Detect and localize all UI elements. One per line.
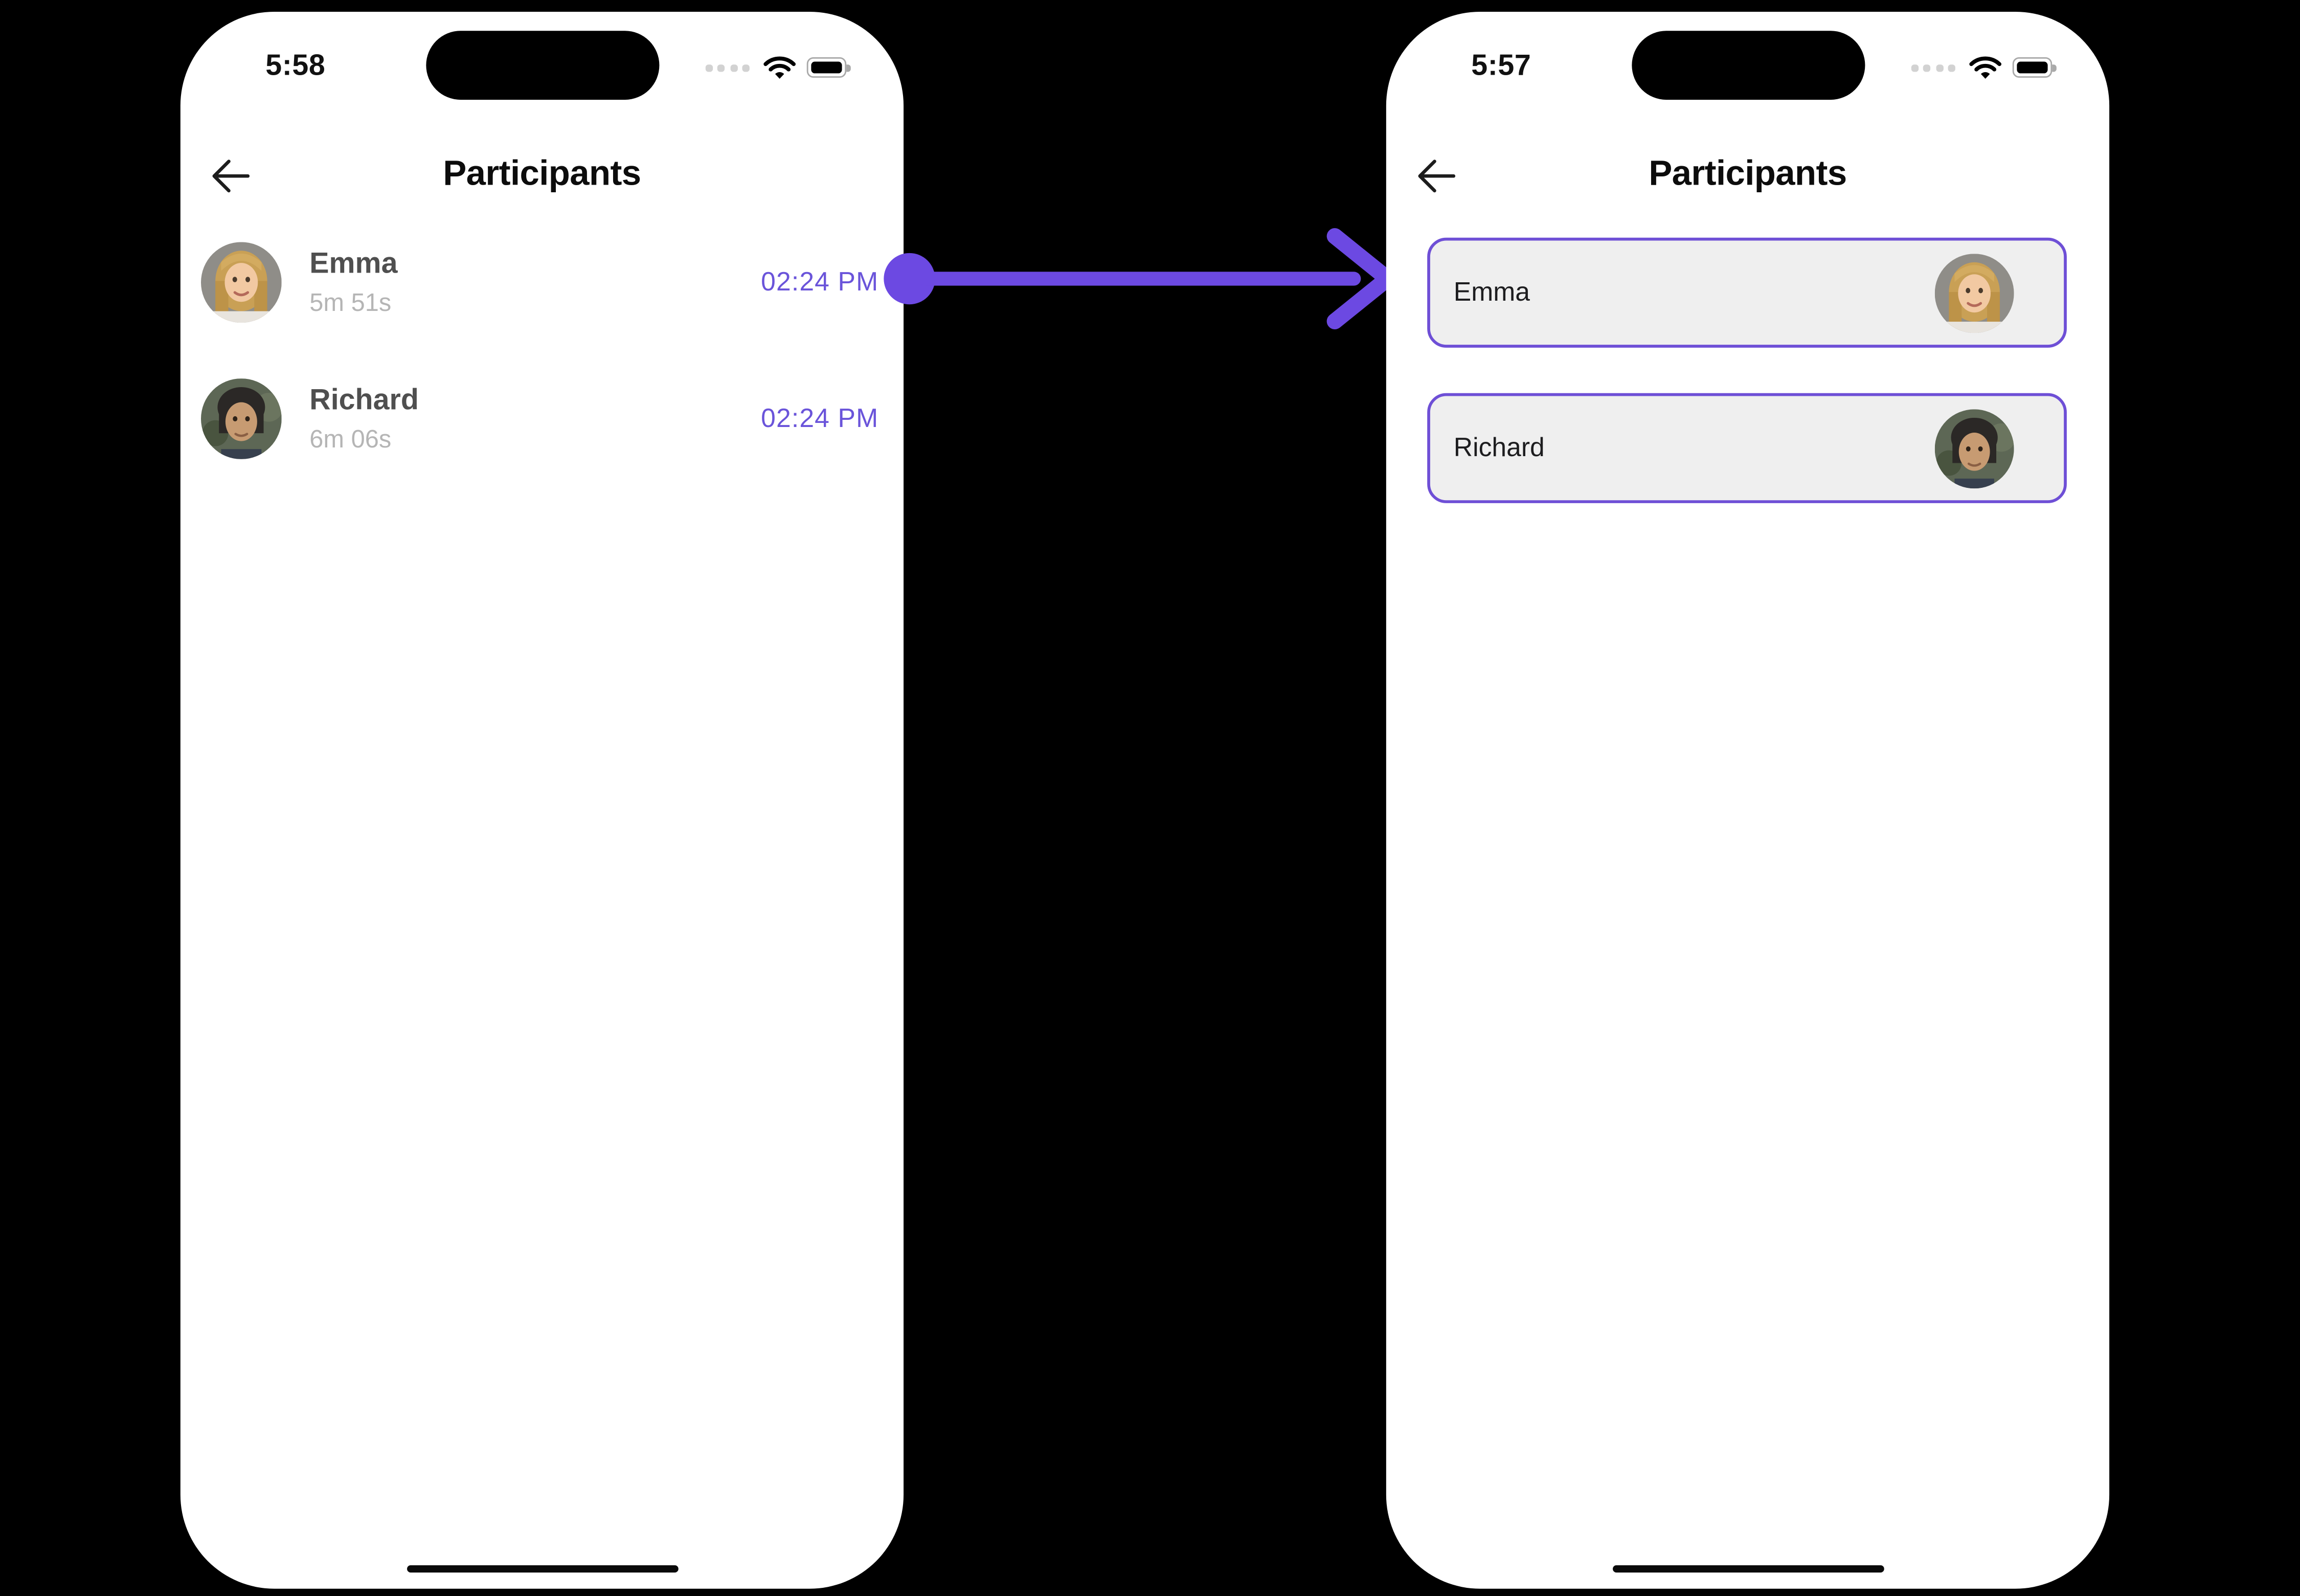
status-time: 5:57 bbox=[1471, 50, 1531, 82]
dynamic-island bbox=[425, 31, 659, 100]
dynamic-island bbox=[1631, 31, 1865, 100]
participant-row-richard[interactable]: Richard 6m 06s 02:24 PM bbox=[201, 378, 878, 459]
status-time: 5:58 bbox=[265, 50, 326, 82]
back-arrow-icon[interactable] bbox=[1412, 152, 1459, 199]
status-bar: 5:58 bbox=[181, 12, 904, 103]
wifi-icon bbox=[1969, 56, 2002, 79]
participant-name: Emma bbox=[309, 248, 398, 280]
status-icons bbox=[1910, 54, 2057, 81]
emma-avatar bbox=[201, 242, 282, 323]
arrow-start-dot bbox=[884, 253, 935, 305]
cellular-signal-icon bbox=[1910, 63, 1955, 72]
participant-join-time: 02:24 PM bbox=[761, 267, 879, 297]
battery-icon bbox=[806, 57, 851, 78]
participant-join-time: 02:24 PM bbox=[761, 403, 879, 433]
cellular-signal-icon bbox=[705, 63, 750, 72]
participant-card-emma[interactable]: Emma bbox=[1427, 237, 2067, 348]
participant-info: Richard 6m 06s bbox=[309, 385, 419, 454]
participants-card-list: Emma bbox=[1427, 237, 2067, 549]
richard-avatar bbox=[201, 378, 282, 459]
header: Participants bbox=[1386, 150, 2109, 203]
status-icons bbox=[705, 54, 851, 81]
emma-avatar bbox=[1934, 253, 2014, 332]
participant-card-richard[interactable]: Richard bbox=[1427, 393, 2067, 503]
page-title: Participants bbox=[443, 154, 641, 194]
participant-info: Emma 5m 51s bbox=[309, 248, 397, 317]
page-title: Participants bbox=[1649, 154, 1847, 194]
participant-row-emma[interactable]: Emma 5m 51s 02:24 PM bbox=[201, 242, 878, 323]
participant-name: Emma bbox=[1453, 277, 1530, 307]
left-phone-screen: 5:58 bbox=[180, 11, 904, 1589]
status-bar: 5:57 bbox=[1386, 12, 2109, 103]
participant-name: Richard bbox=[1453, 433, 1545, 462]
back-arrow-icon[interactable] bbox=[207, 152, 254, 199]
header: Participants bbox=[181, 150, 904, 203]
participant-name: Richard bbox=[309, 384, 419, 417]
participant-duration: 6m 06s bbox=[309, 425, 392, 454]
richard-avatar bbox=[1934, 408, 2014, 488]
participants-list: Emma 5m 51s 02:24 PM bbox=[201, 242, 878, 515]
transition-arrow bbox=[873, 220, 1415, 337]
battery-icon bbox=[2012, 57, 2057, 78]
home-indicator[interactable] bbox=[406, 1564, 678, 1573]
wifi-icon bbox=[763, 56, 796, 79]
right-phone-screen: 5:57 bbox=[1386, 11, 2110, 1589]
home-indicator[interactable] bbox=[1612, 1564, 1884, 1573]
participant-duration: 5m 51s bbox=[309, 289, 392, 317]
